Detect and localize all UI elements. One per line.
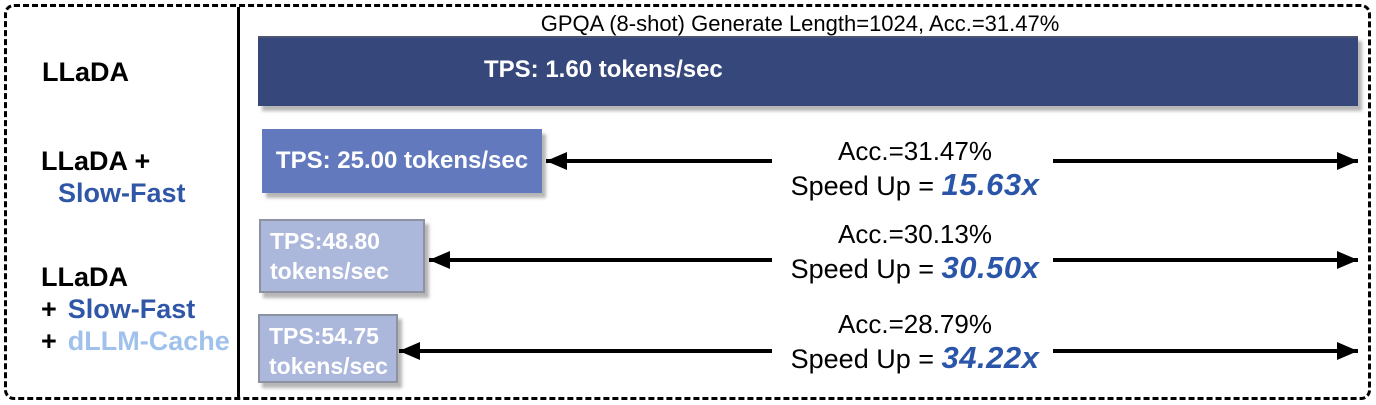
method-label-line: + Slow-Fast xyxy=(41,293,230,325)
speedup-line: Speed Up = 15.63x xyxy=(765,167,1065,204)
plus-sign: + xyxy=(41,326,57,356)
metrics-row3: Acc.=30.13% Speed Up = 30.50x xyxy=(765,219,1065,287)
bar-llada-slowfast: TPS: 25.00 tokens/sec xyxy=(262,129,542,193)
metrics-row2: Acc.=31.47% Speed Up = 15.63x xyxy=(765,136,1065,204)
arrow-left-segment-row4 xyxy=(399,349,772,353)
method-label-llada-slowfast: LLaDA + Slow-Fast xyxy=(41,145,186,209)
speedup-label: Speed Up = xyxy=(790,344,942,374)
arrow-right-segment-row2 xyxy=(1053,159,1358,163)
bar-cache-48-80-tps-label: TPS:48.80 tokens/sec xyxy=(261,221,423,286)
metrics-row4: Acc.=28.79% Speed Up = 34.22x xyxy=(765,309,1065,377)
speedup-value: 15.63x xyxy=(941,167,1040,202)
arrow-right-segment-row4 xyxy=(1053,349,1358,353)
accuracy-label: Acc.=30.13% xyxy=(838,219,992,249)
plus-sign: + xyxy=(41,294,57,324)
arrow-right-segment-row3 xyxy=(1053,258,1358,262)
method-label-line: Slow-Fast xyxy=(58,178,186,208)
arrow-left-segment-row3 xyxy=(429,258,772,262)
accuracy-label: Acc.=31.47% xyxy=(838,136,992,166)
speedup-line: Speed Up = 34.22x xyxy=(765,340,1065,377)
speedup-label: Speed Up = xyxy=(790,254,942,284)
bar-cache-54-75-tps-label: TPS:54.75 tokens/sec xyxy=(260,316,396,381)
speedup-value: 34.22x xyxy=(941,340,1040,375)
bar-slowfast-tps-label: TPS: 25.00 tokens/sec xyxy=(275,147,529,174)
tps-value-line: TPS:48.80 xyxy=(270,228,380,254)
speedup-line: Speed Up = 30.50x xyxy=(765,250,1065,287)
bar-cache-54-75: TPS:54.75 tokens/sec xyxy=(258,314,398,383)
tps-unit-line: tokens/sec xyxy=(270,258,389,284)
method-label-llada-slowfast-dllmcache: LLaDA + Slow-Fast + dLLM-Cache xyxy=(41,261,230,357)
method-label-line: + dLLM-Cache xyxy=(41,325,230,357)
speedup-value: 30.50x xyxy=(941,250,1040,285)
chart-title: GPQA (8-shot) Generate Length=1024, Acc.… xyxy=(540,11,1060,36)
method-label-llada: LLaDA xyxy=(42,56,129,88)
accuracy-label: Acc.=28.79% xyxy=(838,309,992,339)
tps-unit-line: tokens/sec xyxy=(269,353,388,379)
bar-llada-tps-label: TPS: 1.60 tokens/sec xyxy=(484,56,723,83)
tps-value-line: TPS:54.75 xyxy=(269,323,379,349)
dllm-cache-name: dLLM-Cache xyxy=(67,326,230,356)
method-label-line: LLaDA xyxy=(42,57,129,87)
slowfast-name: Slow-Fast xyxy=(67,294,196,324)
speedup-label: Speed Up = xyxy=(790,171,942,201)
bar-cache-48-80: TPS:48.80 tokens/sec xyxy=(259,219,425,293)
dashed-border-frame xyxy=(4,4,1371,400)
method-label-line: LLaDA xyxy=(41,262,128,292)
method-label-line: LLaDA + xyxy=(41,146,151,176)
bar-llada: TPS: 1.60 tokens/sec xyxy=(258,36,1358,106)
arrow-left-segment-row2 xyxy=(546,159,772,163)
label-column-divider xyxy=(237,7,240,398)
